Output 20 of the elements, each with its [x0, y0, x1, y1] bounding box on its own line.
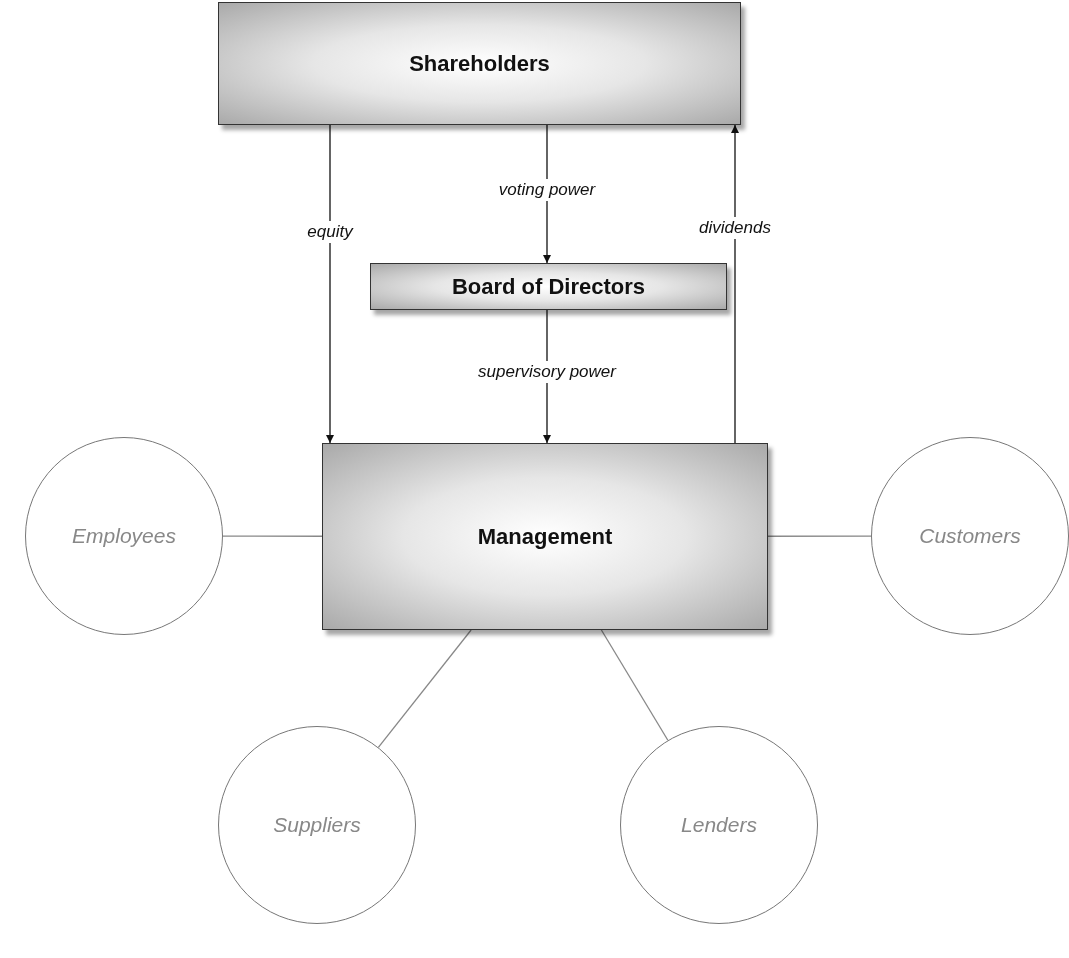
- node-label: Employees: [72, 524, 176, 548]
- node-label: Board of Directors: [451, 273, 646, 300]
- edge-label: dividends: [697, 217, 773, 239]
- arrow: [731, 124, 739, 444]
- edge-label: voting power: [496, 179, 598, 201]
- board-box: [370, 263, 727, 310]
- connector-line: [377, 629, 472, 748]
- node-label: Customers: [919, 524, 1021, 548]
- management-box: [322, 443, 768, 630]
- node-label: Lenders: [681, 813, 757, 837]
- node-label: Management: [477, 523, 613, 550]
- node-label: Suppliers: [273, 813, 361, 837]
- connector-line: [222, 535, 323, 537]
- shareholders-box: [218, 2, 741, 125]
- arrow: [326, 124, 334, 444]
- connector-line: [600, 629, 669, 741]
- edge-label: supervisory power: [476, 361, 618, 383]
- connector-line: [767, 535, 872, 537]
- node-label: Shareholders: [409, 50, 550, 77]
- edge-label: equity: [305, 221, 355, 243]
